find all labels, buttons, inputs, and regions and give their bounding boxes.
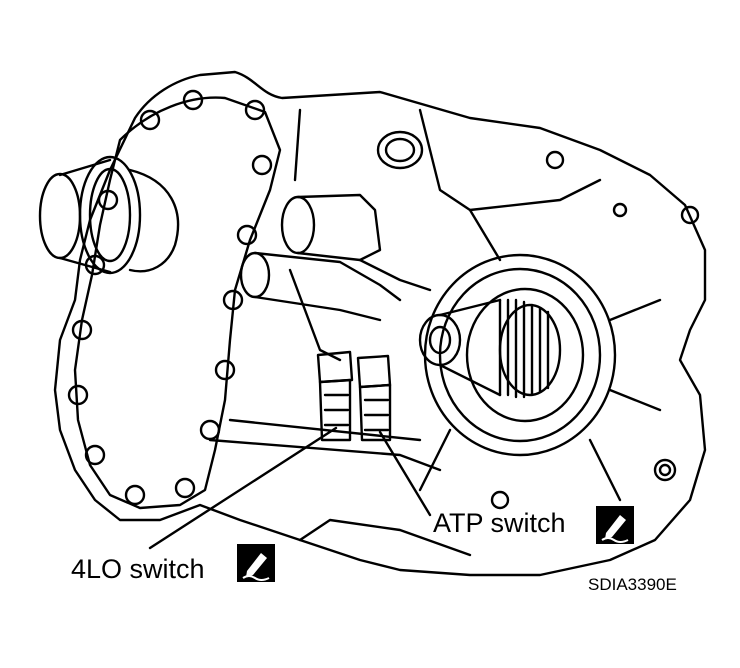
atp-switch-body <box>356 354 392 442</box>
figure-code: SDIA3390E <box>588 575 677 594</box>
4lo-switch-label: 4LO switch <box>71 554 205 584</box>
rear-output-shaft <box>418 253 662 502</box>
sealant-application-icon <box>237 544 275 582</box>
atp-switch-label: ATP switch <box>433 508 566 538</box>
4lo-switch-body <box>316 350 354 442</box>
sealant-application-icon <box>596 506 634 544</box>
4lo-leader-line <box>148 426 338 550</box>
atp-leader-line <box>378 430 432 517</box>
actuator-body <box>239 193 432 362</box>
transfer-case-housing <box>53 70 707 577</box>
front-output-shaft <box>38 155 180 275</box>
